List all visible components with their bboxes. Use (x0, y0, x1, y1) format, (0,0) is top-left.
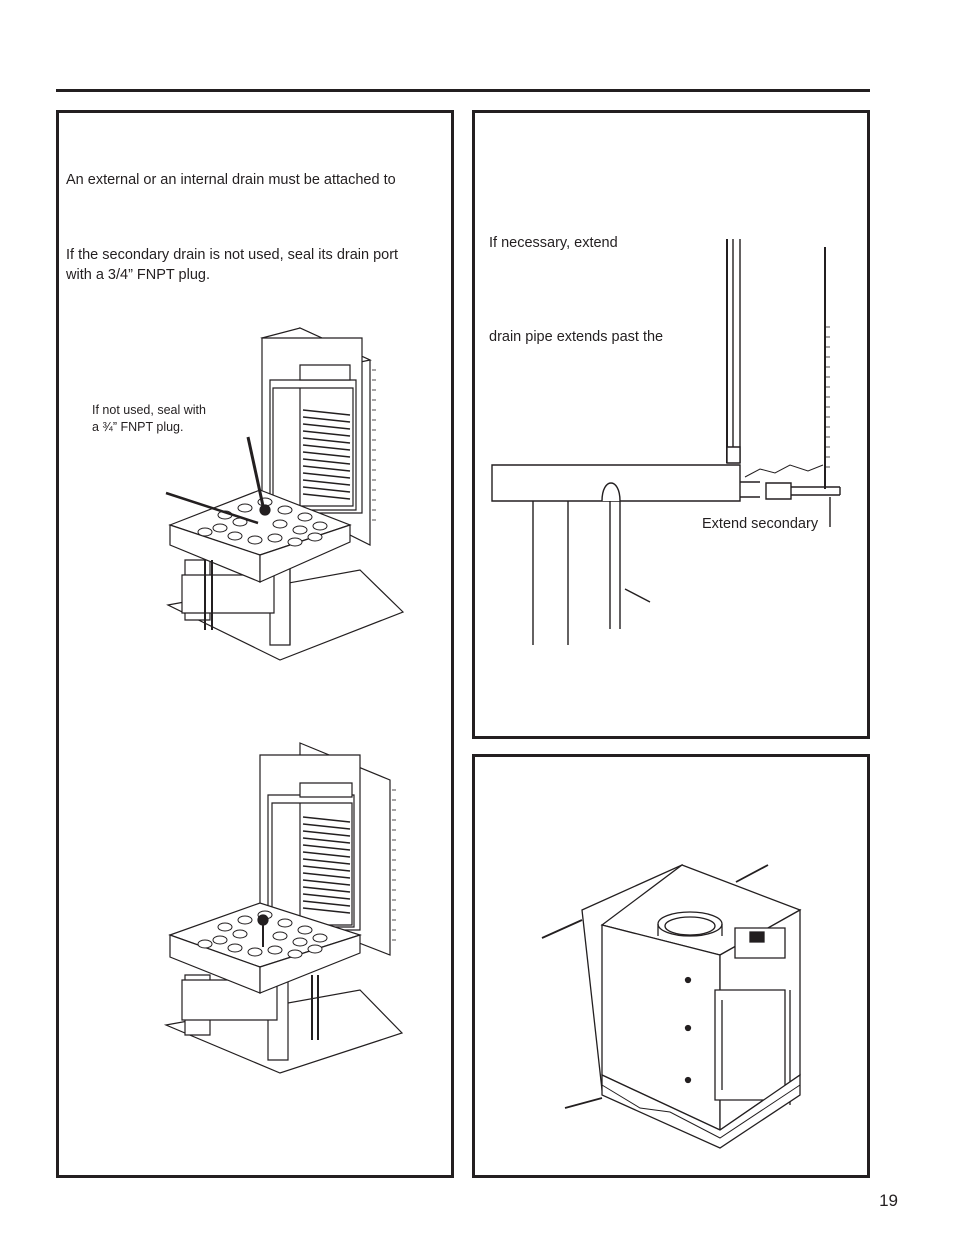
unit-chassis-figure (540, 860, 830, 1145)
drain-pipe-extends-text: drain pipe extends past the (489, 329, 664, 345)
secondary-drain-text-line1: If the secondary drain is not used, seal… (66, 247, 399, 263)
unit-drain-pan-figure-secondary (160, 320, 420, 670)
plug-callout-line2: a ¾” FNPT plug. (92, 420, 184, 434)
secondary-drain-text-line2: with a 3/4” FNPT plug. (66, 267, 210, 283)
header-rule (56, 89, 870, 92)
drain-intro-text: An external or an internal drain must be… (66, 172, 396, 188)
drain-extension-figure (490, 237, 850, 652)
extend-drain-text: If necessary, extend (489, 235, 618, 251)
plug-callout-line1: If not used, seal with (92, 403, 206, 417)
unit-drain-pan-figure-internal (160, 735, 420, 1080)
drain-extension-panel (472, 110, 870, 739)
extend-secondary-callout: Extend secondary (702, 516, 819, 532)
page-number: 19 (879, 1191, 898, 1210)
